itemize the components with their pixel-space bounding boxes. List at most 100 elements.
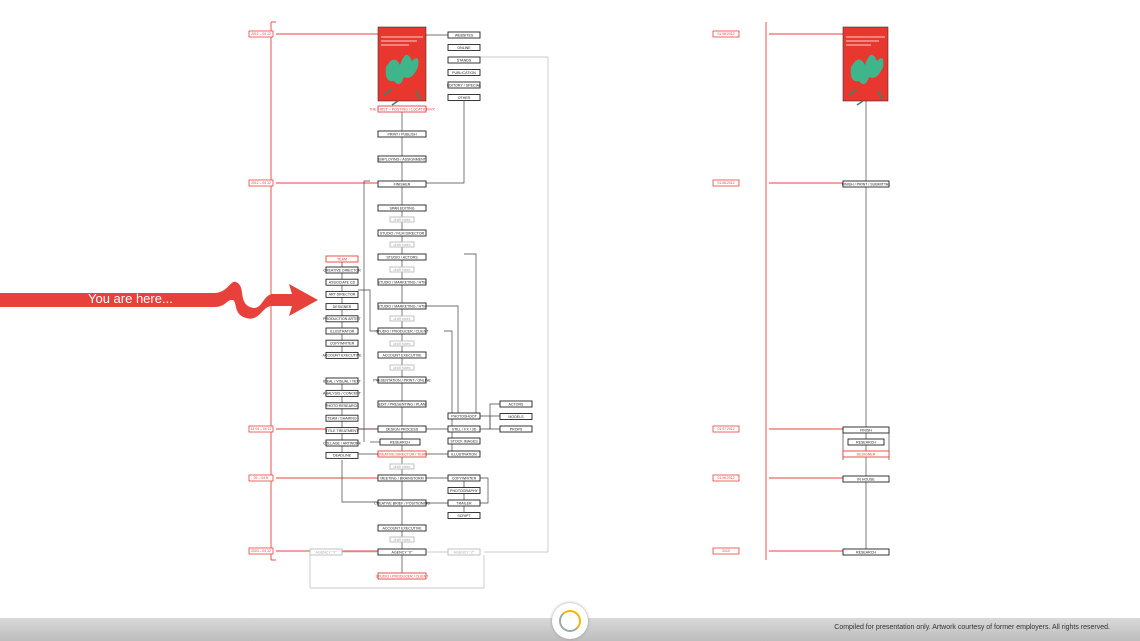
connector-line — [358, 289, 378, 332]
process-step-6-frame — [325, 451, 359, 459]
writing-1-frame — [447, 487, 481, 494]
output-1-label: ONLINE — [457, 46, 471, 50]
simple-step-0-frame — [842, 180, 890, 188]
process-step-3-frame — [325, 414, 359, 422]
main-step-0-label: PRINT / PUBLISH — [387, 132, 416, 136]
process-step-2-frame — [325, 402, 359, 410]
main-step-5-frame — [377, 253, 427, 261]
simple-step-4: IN HOUSE — [842, 475, 890, 483]
output-2-frame — [447, 56, 481, 64]
connector-line — [464, 253, 477, 413]
timeline-tag-label: 09 – 04 H — [254, 476, 269, 480]
main-step-11-frame — [377, 400, 427, 408]
process-step-1-label: ANALYSIS / CONCEPT — [323, 392, 362, 396]
team-member-0-label: CREATIVE DIRECTOR — [323, 268, 361, 272]
asset-1: STILL / FX / 3D — [447, 425, 481, 433]
main-step-9-label: ACCOUNT EXECUTIVE — [382, 353, 422, 357]
agency-right-frame — [447, 548, 481, 556]
simple-step-5-frame — [842, 548, 890, 556]
team-member-5-frame — [325, 327, 359, 335]
simple-step-3-label: DESIGNER — [857, 452, 876, 456]
draft-note-7: draft notes — [389, 536, 415, 543]
draft-note-1-frame — [389, 241, 415, 248]
you-are-here-label: You are here... — [88, 291, 173, 306]
output-0-label: WEBSITES — [455, 33, 474, 37]
simple-step-1: FINISH — [842, 426, 890, 434]
team-header-label: TEAM — [337, 257, 347, 261]
writing-2: TRAILER — [447, 499, 481, 507]
main-step-10-label: PRESENTATION / PRINT / ONLINE — [373, 378, 431, 382]
writing-0-label: COPYWRITER — [452, 476, 477, 480]
agency-left-label: AGENCY “X” — [316, 550, 338, 554]
timeline-tag-label: 2012 – 04 12 — [251, 181, 271, 185]
main-step-3-frame — [377, 204, 427, 212]
draft-note-3-label: draft notes — [394, 317, 411, 321]
main-step-9-frame — [377, 351, 427, 359]
connector-line — [341, 460, 378, 503]
main-step-8: STUDIO / PRODUCER / CLIENT — [376, 327, 430, 335]
poster-left — [377, 26, 427, 106]
process-step-6: DEADLINE — [325, 451, 359, 459]
timeline-tag-label: 01.08.2012 — [718, 32, 735, 36]
asset-3-frame — [447, 450, 481, 458]
team-member-4-frame — [325, 315, 359, 323]
timeline-tag-label: 2012 – 04 12 — [251, 32, 271, 36]
main-step-7: STUDIO / MARKETING / HTM — [377, 302, 427, 310]
main-step-13-label: CREATIVE DIRECTOR / TEAM — [377, 452, 427, 456]
poster-right-claw-art — [848, 88, 883, 106]
main-step-1: EMPLOYING / ASSIGNMENT — [377, 155, 427, 163]
main-step-15-frame — [377, 499, 427, 507]
simple-step-2-label: RESEARCH — [856, 440, 876, 444]
output-4-frame — [447, 81, 481, 89]
timeline-tag-label: 01.06.2012 — [718, 476, 735, 480]
shoot-2-frame — [499, 425, 533, 433]
draft-note-2: draft notes — [389, 266, 415, 273]
logo-icon[interactable] — [552, 603, 588, 639]
main-step-17-label: AGENCY “X” — [392, 550, 414, 554]
main-step-13: CREATIVE DIRECTOR / TEAM — [377, 450, 427, 458]
output-5-label: OTHER — [458, 96, 471, 100]
process-step-5-label: COLLAGE / ARTWORK — [323, 441, 362, 445]
draft-note-6-label: draft notes — [394, 465, 411, 469]
timeline-tag — [248, 179, 274, 187]
shoot-1: MODELS — [499, 413, 533, 420]
you-are-here-arrow — [0, 281, 318, 319]
connector-line — [309, 555, 485, 589]
draft-note-0-label: draft notes — [394, 218, 411, 222]
connector-line — [489, 416, 500, 430]
main-step-6-frame — [377, 278, 427, 286]
team-member-2: ART DIRECTOR — [325, 290, 359, 298]
main-step-18-frame — [377, 572, 427, 580]
research-node-frame — [379, 438, 421, 446]
writing-3: SCRIPT — [447, 512, 481, 519]
team-member-7-label: ACCOUNT EXECUTIVE — [322, 354, 362, 358]
draft-note-4-label: draft notes — [394, 342, 411, 346]
agency-left: AGENCY “X” — [309, 548, 343, 556]
main-step-8-label: STUDIO / PRODUCER / CLIENT — [376, 329, 430, 333]
connector-line — [363, 180, 370, 442]
research-node-label: RESEARCH — [390, 440, 410, 444]
shoot-0-label: ACTORS — [509, 402, 525, 406]
process-step-2-label: PHOTO RESEARCH — [325, 404, 359, 408]
output-0-frame — [447, 31, 481, 39]
main-step-16-frame — [377, 524, 427, 532]
main-step-13-frame — [377, 450, 427, 458]
shoot-0-frame — [499, 400, 533, 408]
output-3-label: PUBLICATION — [452, 71, 476, 75]
output-5: OTHER — [447, 94, 481, 101]
timeline-tag — [248, 425, 274, 433]
shoot-1-frame — [499, 413, 533, 420]
main-step-7-label: STUDIO / MARKETING / HTM — [378, 304, 427, 308]
research-node: RESEARCH — [379, 438, 421, 446]
main-step-10: PRESENTATION / PRINT / ONLINE — [373, 376, 431, 384]
simple-step-1-label: FINISH — [860, 428, 872, 432]
timeline-tag — [712, 425, 740, 433]
output-2: STANDS — [447, 56, 481, 64]
writing-0-frame — [447, 474, 481, 482]
main-step-4-frame — [377, 229, 427, 237]
main-step-4: STUDIO / FILM DIRECTOR — [377, 229, 427, 237]
asset-0-frame — [447, 412, 481, 420]
timeline-tag — [248, 474, 274, 482]
main-step-15: CREATIVE BRIEF / POSITIONING — [374, 499, 430, 507]
team-member-4: PRODUCTION ARTIST — [323, 315, 362, 323]
